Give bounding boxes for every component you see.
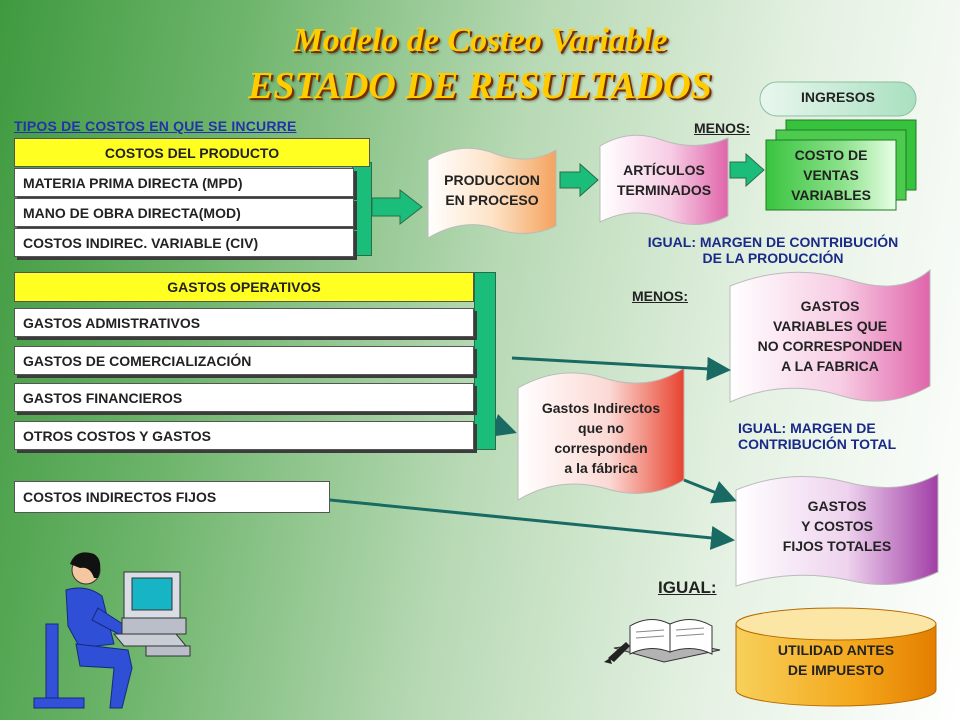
product-cost-item: COSTOS INDIREC. VARIABLE (CIV) bbox=[14, 228, 354, 257]
arrow-products-to-production bbox=[371, 188, 423, 226]
fixed-totals-shape bbox=[735, 473, 939, 587]
arrow-finished-to-cost-of-sales bbox=[729, 152, 765, 188]
page-title: Modelo de Costeo Variable bbox=[292, 22, 668, 59]
fixed-costs-box: COSTOS INDIRECTOS FIJOS bbox=[14, 481, 330, 513]
operating-expense-item: OTROS COSTOS Y GASTOS bbox=[14, 421, 474, 450]
product-cost-item: MATERIA PRIMA DIRECTA (MPD) bbox=[14, 168, 354, 197]
operating-expenses-header: GASTOS OPERATIVOS bbox=[14, 272, 474, 302]
operating-expense-item: GASTOS FINANCIEROS bbox=[14, 383, 474, 412]
less-label-1: MENOS: bbox=[694, 120, 750, 136]
product-cost-item: MANO DE OBRA DIRECTA(MOD) bbox=[14, 198, 354, 227]
arrow-fixed-to-totals bbox=[329, 498, 735, 550]
operating-expense-item: GASTOS DE COMERCIALIZACIÓN bbox=[14, 346, 474, 375]
less-label-2: MENOS: bbox=[632, 288, 688, 304]
revenue-pill bbox=[759, 81, 917, 117]
product-costs-header: COSTOS DEL PRODUCTO bbox=[14, 138, 370, 167]
operating-expenses-bracket bbox=[474, 272, 496, 450]
result-cylinder bbox=[735, 623, 937, 707]
section-title: TIPOS DE COSTOS EN QUE SE INCURRE bbox=[14, 118, 297, 134]
product-costs-bracket bbox=[352, 162, 372, 256]
variable-expenses-shape bbox=[729, 268, 931, 403]
page-subtitle: ESTADO DE RESULTADOS bbox=[248, 65, 712, 107]
person-at-computer-icon bbox=[33, 552, 191, 709]
arrow-op-expenses-to-variable bbox=[511, 356, 731, 381]
finished-goods-shape bbox=[599, 134, 729, 226]
equal-label-final: IGUAL: bbox=[658, 578, 717, 597]
arrow-production-to-finished bbox=[559, 162, 599, 198]
result-cylinder-top bbox=[735, 607, 937, 641]
book-and-pen-icon bbox=[604, 619, 721, 664]
revenue-label: INGRESOS bbox=[801, 89, 875, 105]
production-shape bbox=[427, 147, 557, 239]
arrow-indirect-to-totals bbox=[683, 478, 737, 504]
operating-expense-item: GASTOS ADMISTRATIVOS bbox=[14, 308, 474, 337]
cost-of-sales-card bbox=[765, 139, 897, 211]
